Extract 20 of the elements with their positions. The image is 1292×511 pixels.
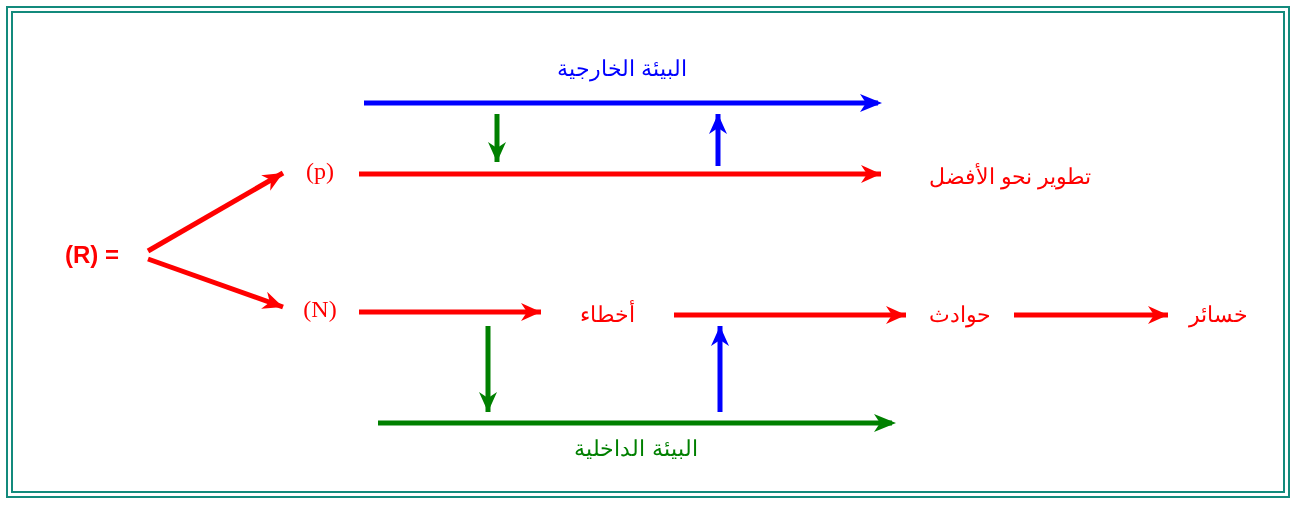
node-label: حوادث: [910, 298, 1010, 332]
node-label: (N): [285, 294, 355, 324]
band-label: البيئة الخارجية: [555, 56, 689, 82]
arrow: [479, 326, 497, 412]
node-label: (p): [285, 156, 355, 186]
arrow: [709, 114, 727, 166]
arrow: [146, 170, 285, 254]
band-label: البيئة الداخلية: [573, 436, 699, 462]
node-label: خسائر: [1172, 298, 1264, 332]
arrow: [359, 303, 541, 321]
arrow: [147, 256, 284, 310]
environment-band: [362, 56, 882, 114]
arrow: [1014, 306, 1168, 324]
arrow: [488, 114, 506, 162]
arrow: [674, 306, 906, 324]
arrow: [359, 165, 881, 183]
arrow: [711, 326, 729, 412]
node-label: أخطاء: [545, 298, 670, 332]
node-label: (R) =: [38, 236, 146, 274]
node-label: تطوير نحو الأفضل: [885, 160, 1135, 194]
